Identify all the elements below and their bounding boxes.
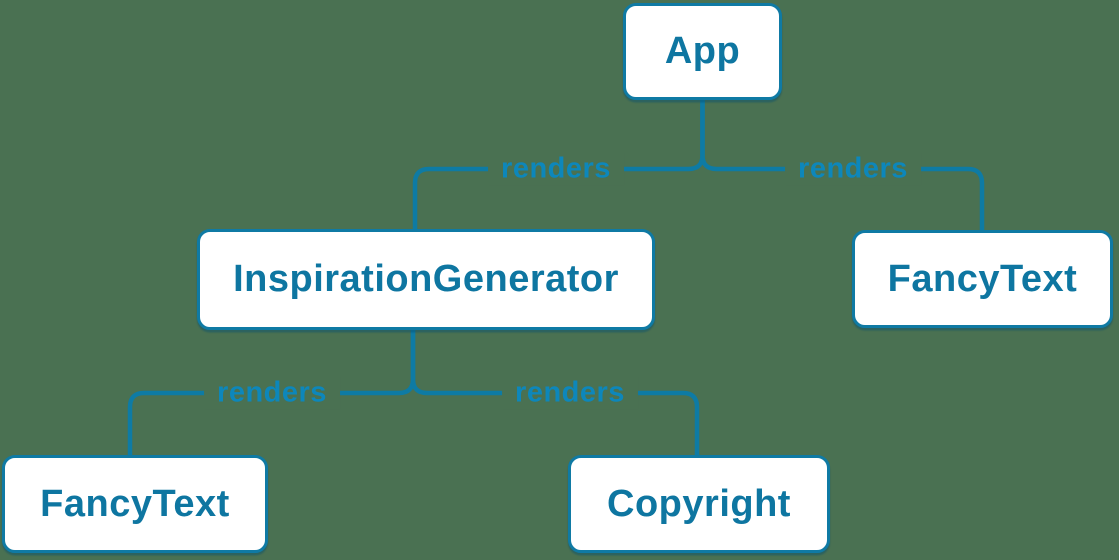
node-copyright-label: Copyright — [607, 482, 791, 525]
node-fancy-text-right-label: FancyText — [887, 257, 1078, 300]
edge-label-renders-app-inspiration: renders — [488, 152, 624, 186]
node-inspiration-generator: InspirationGenerator — [197, 229, 655, 330]
node-app: App — [623, 3, 782, 100]
node-fancy-text-left: FancyText — [2, 455, 268, 553]
edge-label-renders-inspiration-fancytext: renders — [204, 376, 340, 410]
node-fancy-text-left-label: FancyText — [40, 482, 230, 525]
edge-label-renders-inspiration-copyright: renders — [502, 376, 638, 410]
node-fancy-text-right: FancyText — [852, 230, 1113, 328]
node-inspiration-generator-label: InspirationGenerator — [233, 258, 619, 300]
node-copyright: Copyright — [568, 455, 830, 553]
edge-label-renders-app-fancytext: renders — [785, 152, 921, 186]
node-app-label: App — [664, 30, 741, 72]
